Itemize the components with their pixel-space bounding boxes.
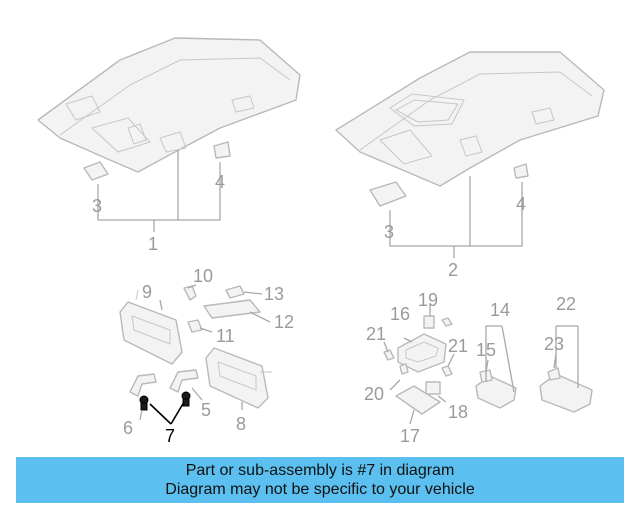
sun-visor bbox=[119, 289, 183, 365]
clip bbox=[183, 285, 197, 301]
trim-cover bbox=[369, 181, 407, 207]
callout-4: 4 bbox=[516, 194, 526, 214]
trim-cover bbox=[513, 163, 529, 179]
dome-lamp bbox=[539, 367, 593, 413]
callout-3: 3 bbox=[384, 222, 394, 242]
callout-3: 3 bbox=[92, 196, 102, 216]
part-info-banner: Part or sub-assembly is #7 in diagram Di… bbox=[16, 457, 624, 503]
lamp-lens bbox=[225, 285, 245, 299]
callout-6: 6 bbox=[123, 418, 133, 438]
callout-19: 19 bbox=[418, 290, 438, 310]
callout-18: 18 bbox=[448, 402, 468, 422]
callout-11: 11 bbox=[216, 326, 235, 346]
headliner-assembly bbox=[37, 37, 301, 173]
highlighted-part-7 bbox=[139, 391, 191, 425]
clip bbox=[187, 319, 203, 333]
banner-line-disclaimer: Diagram may not be specific to your vehi… bbox=[165, 481, 475, 498]
callout-9: 9 bbox=[142, 282, 152, 302]
sun-visor bbox=[205, 347, 272, 409]
callout-14: 14 bbox=[490, 300, 510, 320]
callout-17: 17 bbox=[400, 426, 420, 446]
grab-handle bbox=[129, 373, 157, 397]
callout-15: 15 bbox=[476, 340, 496, 360]
map-lamp-assembly bbox=[383, 315, 453, 415]
trim-cover bbox=[213, 141, 231, 159]
callout-4: 4 bbox=[215, 172, 225, 192]
callout-16: 16 bbox=[390, 304, 410, 324]
callout-8: 8 bbox=[236, 414, 246, 434]
callout-12: 12 bbox=[274, 312, 294, 332]
grab-handle bbox=[169, 369, 199, 393]
callout-22: 22 bbox=[556, 294, 576, 314]
trim-cover bbox=[83, 161, 109, 181]
callout-2: 2 bbox=[448, 260, 458, 280]
callout-7-highlighted: 7 bbox=[165, 426, 175, 446]
parts-diagram: 1 2 3 3 4 4 5 6 7 8 9 10 11 12 13 14 15 … bbox=[37, 37, 605, 446]
callout-23: 23 bbox=[544, 334, 564, 354]
callout-10: 10 bbox=[193, 266, 213, 286]
headliner-sunroof-assembly bbox=[335, 51, 605, 187]
callout-13: 13 bbox=[264, 284, 284, 304]
mirror-lamp bbox=[203, 299, 261, 319]
callout-21: 21 bbox=[448, 336, 468, 356]
callout-5: 5 bbox=[201, 400, 211, 420]
callout-21: 21 bbox=[366, 324, 386, 344]
dome-lamp bbox=[475, 369, 517, 409]
callout-1: 1 bbox=[148, 234, 158, 254]
callout-20: 20 bbox=[364, 384, 384, 404]
banner-line-part: Part or sub-assembly is #7 in diagram bbox=[185, 462, 455, 479]
